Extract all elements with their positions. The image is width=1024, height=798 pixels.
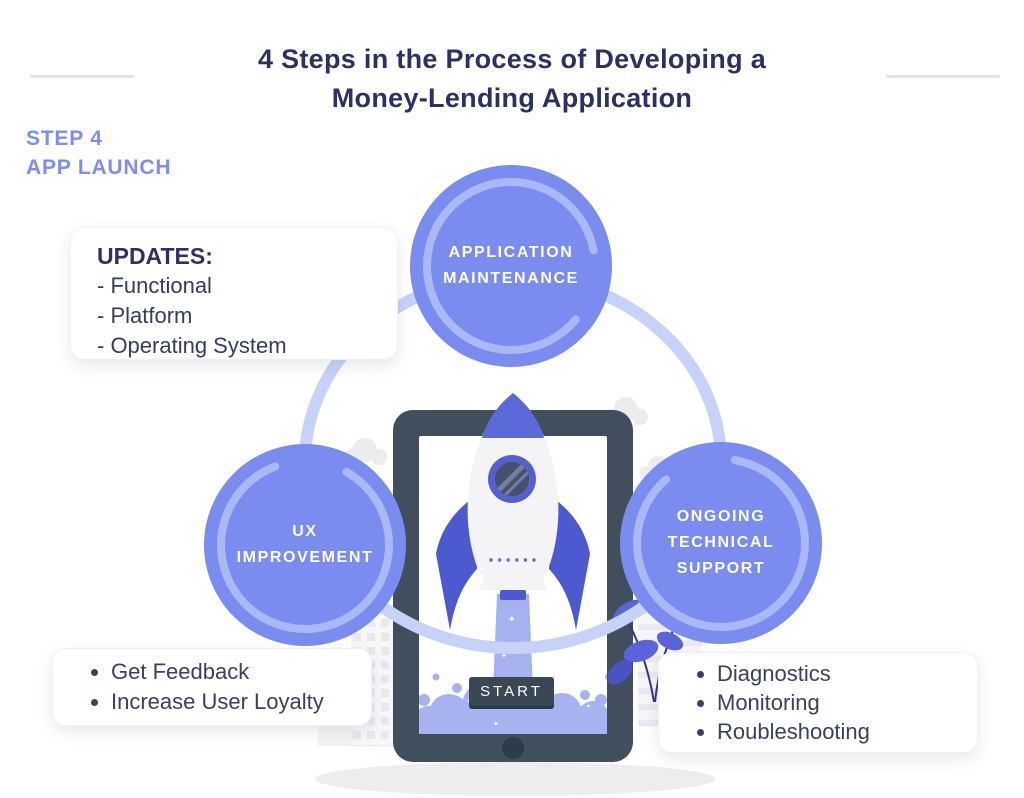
support-item: Diagnostics [717,659,870,688]
svg-text:✦: ✦ [586,703,591,710]
node-label: TECHNICAL [667,534,775,551]
svg-text:✦: ✦ [545,703,552,712]
ground-shadow [315,762,715,796]
home-button-icon [502,737,524,759]
svg-text:✦: ✦ [493,720,499,728]
updates-item: - Platform [97,303,193,328]
updates-item: - Functional [97,273,212,298]
feedback-card: Get Feedback Increase User Loyalty [52,648,372,726]
title-decoration-line [30,75,134,78]
page-title-line1: 4 Steps in the Process of Developing a [257,44,767,74]
node-application-maintenance: APPLICATION MAINTENANCE [410,165,612,367]
node-label: MAINTENANCE [443,270,579,287]
node-label: UX [292,523,318,540]
node-label: ONGOING [676,508,766,525]
node-ring-icon [217,457,393,633]
node-ux-improvement: UX IMPROVEMENT [204,444,406,646]
page-title-line2: Money-Lending Application [331,83,693,113]
node-ring-icon [633,455,809,631]
feedback-item: Increase User Loyalty [111,687,324,717]
title-decoration-line [886,75,1000,78]
step-label: STEP 4 APP LAUNCH [26,124,171,182]
node-label: APPLICATION [448,244,574,261]
start-button: START [469,677,554,706]
updates-heading: UPDATES: [97,243,213,269]
rocket-nose [482,393,544,438]
step-name: APP LAUNCH [26,156,172,179]
feedback-item: Get Feedback [111,657,324,687]
updates-item: - Operating System [97,333,287,358]
support-item: Monitoring [717,688,870,717]
updates-card: UPDATES: - Functional - Platform - Opera… [70,227,398,360]
support-card: Diagnostics Monitoring Roubleshooting [658,652,978,753]
node-label: SUPPORT [676,560,766,577]
step-number: STEP 4 [26,127,103,150]
node-ring-icon [423,178,599,354]
svg-text:✦: ✦ [501,652,507,660]
node-ongoing-technical-support: ONGOING TECHNICAL SUPPORT [620,442,822,644]
node-label: IMPROVEMENT [236,549,374,566]
page-title: 4 Steps in the Process of Developing a M… [0,40,1024,118]
support-item: Roubleshooting [717,717,870,746]
svg-text:✦: ✦ [508,615,516,625]
